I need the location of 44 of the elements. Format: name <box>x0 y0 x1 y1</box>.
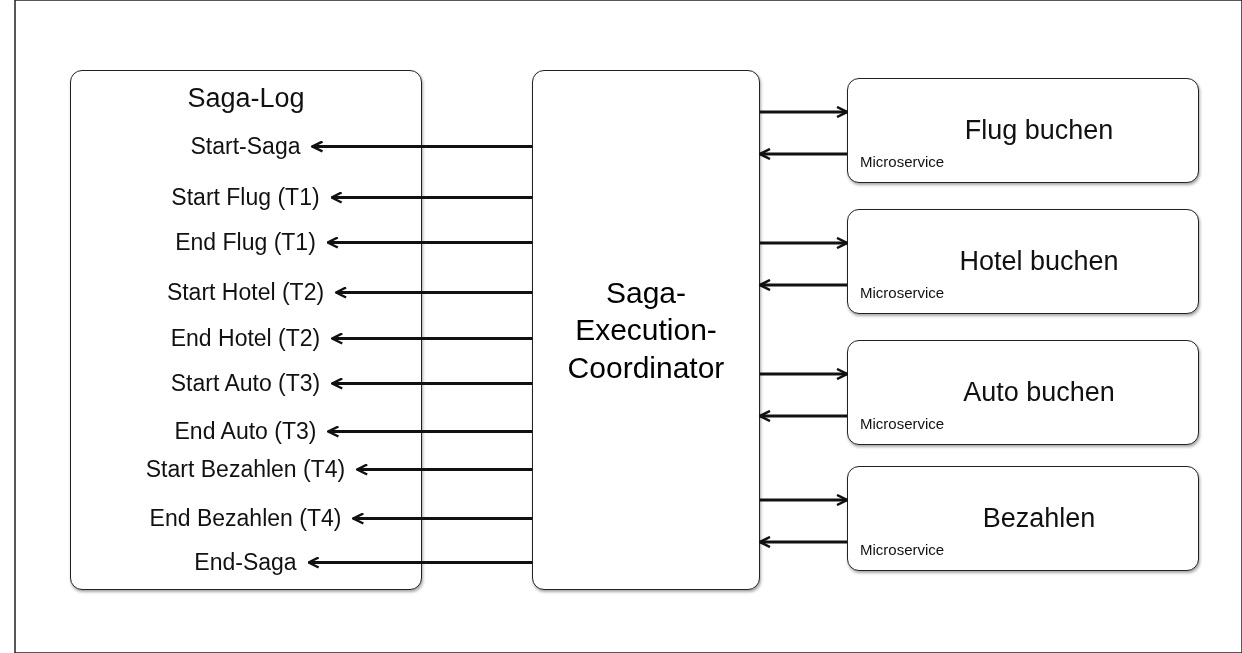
arrow <box>760 105 849 119</box>
log-entry: End-Saga <box>71 546 420 578</box>
arrow <box>758 535 847 549</box>
service-type: Microservice <box>860 284 945 301</box>
arrow <box>760 367 849 381</box>
arrow <box>355 463 532 476</box>
arrow <box>758 278 847 292</box>
log-box <box>70 70 422 590</box>
arrow <box>331 377 532 390</box>
arrow <box>758 147 847 161</box>
service-title: Flug buchen <box>963 115 1115 146</box>
service-box <box>847 209 1199 314</box>
arrow <box>327 425 532 438</box>
log-entry: Start-Saga <box>71 130 420 162</box>
arrow <box>334 286 532 299</box>
log-entry: Start Auto (T3) <box>71 367 420 399</box>
service-title: Bezahlen <box>981 503 1097 534</box>
log-entry: End Auto (T3) <box>71 415 420 447</box>
arrow <box>352 512 532 525</box>
service-type: Microservice <box>860 153 945 170</box>
arrow <box>326 236 532 249</box>
arrow <box>330 191 532 204</box>
service-box <box>847 78 1199 183</box>
service-type: Microservice <box>860 415 945 432</box>
log-entry: End Flug (T1) <box>71 226 420 258</box>
box-title: Saga-Execution-Coordinator <box>566 274 726 386</box>
log-entry: Start Bezahlen (T4) <box>71 453 420 485</box>
log-entry: End Bezahlen (T4) <box>71 502 420 534</box>
service-title: Hotel buchen <box>958 246 1120 277</box>
box-title: Saga-Log <box>186 83 306 114</box>
arrow <box>758 409 847 423</box>
arrow <box>760 236 849 250</box>
arrow <box>311 140 532 153</box>
arrow <box>760 493 849 507</box>
log-entry: End Hotel (T2) <box>71 322 420 354</box>
log-entry: Start Hotel (T2) <box>71 276 420 308</box>
service-box <box>847 340 1199 445</box>
arrow <box>331 332 532 345</box>
service-type: Microservice <box>860 541 945 558</box>
log-entry: Start Flug (T1) <box>71 181 420 213</box>
arrow <box>307 556 532 569</box>
service-box <box>847 466 1199 571</box>
service-title: Auto buchen <box>962 377 1116 408</box>
coordinator-box <box>532 70 760 590</box>
